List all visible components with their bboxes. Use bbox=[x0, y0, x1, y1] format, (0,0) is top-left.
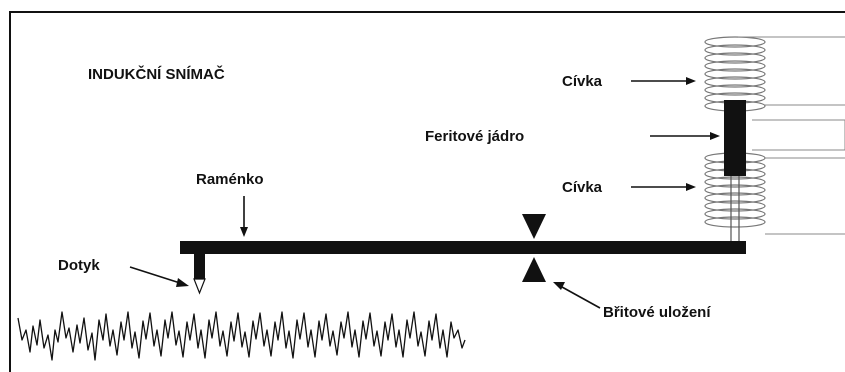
label-knife-edge: Břitové uložení bbox=[603, 304, 711, 321]
top-coil-lead bbox=[738, 36, 845, 106]
label-arrows bbox=[129, 77, 720, 309]
stylus-tip bbox=[193, 278, 206, 295]
core-housing bbox=[752, 119, 845, 151]
surface-profile-trace bbox=[17, 311, 466, 361]
diagram-frame bbox=[9, 11, 845, 372]
label-stylus: Dotyk bbox=[58, 257, 100, 274]
label-coil-top: Cívka bbox=[562, 73, 603, 90]
knife-edge-lower bbox=[522, 257, 546, 282]
label-coil-bottom: Cívka bbox=[562, 179, 603, 196]
top-coil bbox=[704, 36, 766, 112]
diagram-title: INDUKČNÍ SNÍMAČ bbox=[88, 65, 225, 83]
arm-beam bbox=[180, 241, 746, 254]
label-arm: Raménko bbox=[196, 171, 264, 188]
stylus-shaft bbox=[194, 254, 205, 279]
knife-edge-upper bbox=[522, 214, 546, 239]
knife-edge-arrow bbox=[561, 286, 601, 309]
core-rod bbox=[730, 176, 740, 244]
bottom-coil-lead bbox=[765, 157, 845, 235]
stylus-arrow bbox=[129, 266, 181, 284]
label-ferrite-core: Feritové jádro bbox=[425, 128, 524, 145]
ferrite-core bbox=[724, 100, 746, 176]
